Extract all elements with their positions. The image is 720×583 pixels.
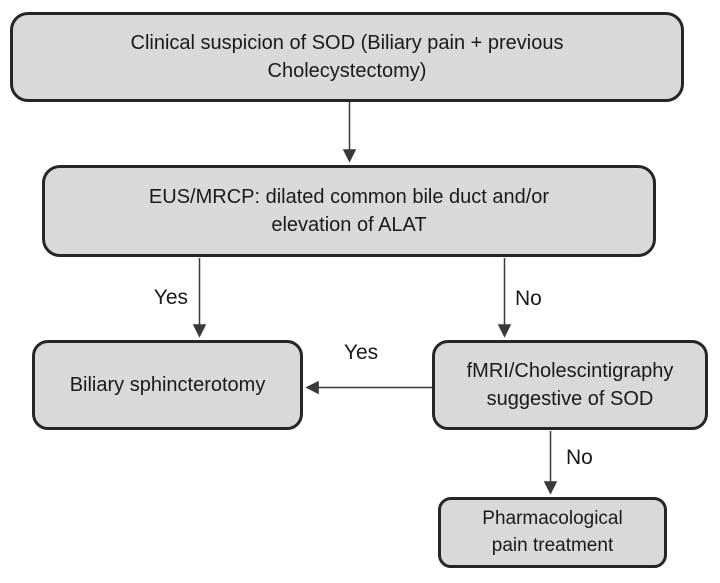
node-biliary-sphincterotomy-label: Biliary sphincterotomy (69, 374, 266, 396)
node-fmri-cholescintigraphy-label: fMRI/Cholescintigraphy suggestive of SOD (466, 360, 674, 410)
node-fmri-cholescintigraphy: fMRI/Cholescintigraphy suggestive of SOD (432, 340, 708, 430)
node-eus-mrcp: EUS/MRCP: dilated common bile duct and/o… (42, 165, 656, 257)
node-pharmacological-treatment: Pharmacological pain treatment (438, 497, 667, 568)
edge-label-fmri-yes: Yes (343, 341, 379, 364)
edge-label-fmri-no: No (566, 446, 593, 469)
node-clinical-suspicion: Clinical suspicion of SOD (Biliary pain … (10, 12, 684, 102)
node-biliary-sphincterotomy: Biliary sphincterotomy (32, 340, 303, 430)
edge-label-eus-yes: Yes (153, 286, 188, 309)
edge-label-eus-no: No (515, 287, 542, 310)
node-eus-mrcp-label: EUS/MRCP: dilated common bile duct and/o… (148, 186, 550, 236)
node-clinical-suspicion-label: Clinical suspicion of SOD (Biliary pain … (130, 32, 564, 82)
node-pharmacological-treatment-label: Pharmacological pain treatment (482, 507, 623, 556)
